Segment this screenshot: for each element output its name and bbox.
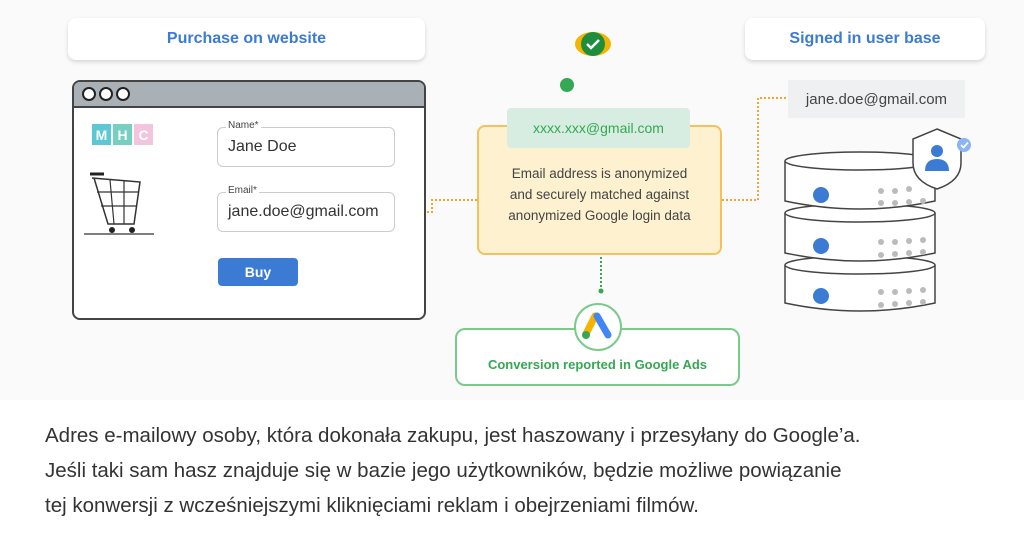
- name-value: Jane Doe: [228, 138, 297, 155]
- email-value: jane.doe@gmail.com: [228, 203, 379, 220]
- caption: Adres e-mailowy osoby, która dokonała za…: [45, 418, 1005, 523]
- database-server-icon: [784, 128, 971, 312]
- caption-line: Adres e-mailowy osoby, która dokonała za…: [45, 424, 861, 447]
- name-label: Name*: [226, 120, 261, 131]
- purchase-on-website-card: Purchase on website: [68, 18, 425, 60]
- shopping-cart-icon: [84, 172, 154, 235]
- store-logo: M H C: [92, 124, 153, 145]
- window-dot-icon: [99, 87, 113, 101]
- logo-letter: H: [113, 124, 132, 145]
- user-email: jane.doe@gmail.com: [788, 80, 965, 118]
- caption-line: Jeśli taki sam hasz znajduje się w bazie…: [45, 459, 842, 482]
- name-field[interactable]: Name* Jane Doe: [217, 120, 395, 167]
- signed-in-user-base-card: Signed in user base: [745, 18, 985, 60]
- window-dot-icon: [116, 87, 130, 101]
- match-text-line: anonymized Google login data: [508, 208, 691, 223]
- buy-button[interactable]: Buy: [218, 258, 298, 286]
- match-text: Email address is anonymized and securely…: [477, 163, 722, 226]
- match-text-line: Email address is anonymized: [511, 166, 688, 181]
- database-connector-line: [722, 97, 788, 201]
- connector-lines: [395, 32, 788, 294]
- google-ads-logo-icon: [574, 303, 622, 351]
- email-label: Email*: [226, 185, 259, 196]
- email-field[interactable]: Email* jane.doe@gmail.com: [217, 185, 395, 232]
- green-dot-icon: [560, 78, 574, 92]
- caption-line: tej konwersji z wcześniejszymi kliknięci…: [45, 494, 699, 517]
- user-shield-icon: [912, 128, 971, 190]
- logo-letter: M: [92, 124, 111, 145]
- browser-titlebar: [74, 82, 424, 108]
- hashed-email: xxxx.xxx@gmail.com: [507, 108, 690, 148]
- browser-window: M H C Name* Jane Doe Email* jane.doe@gma…: [72, 80, 426, 320]
- check-badge-icon: [575, 32, 611, 56]
- match-text-line: and securely matched against: [509, 187, 690, 202]
- diagram: Purchase on website Signed in user base …: [68, 18, 985, 386]
- logo-letter: C: [134, 124, 153, 145]
- window-dot-icon: [82, 87, 96, 101]
